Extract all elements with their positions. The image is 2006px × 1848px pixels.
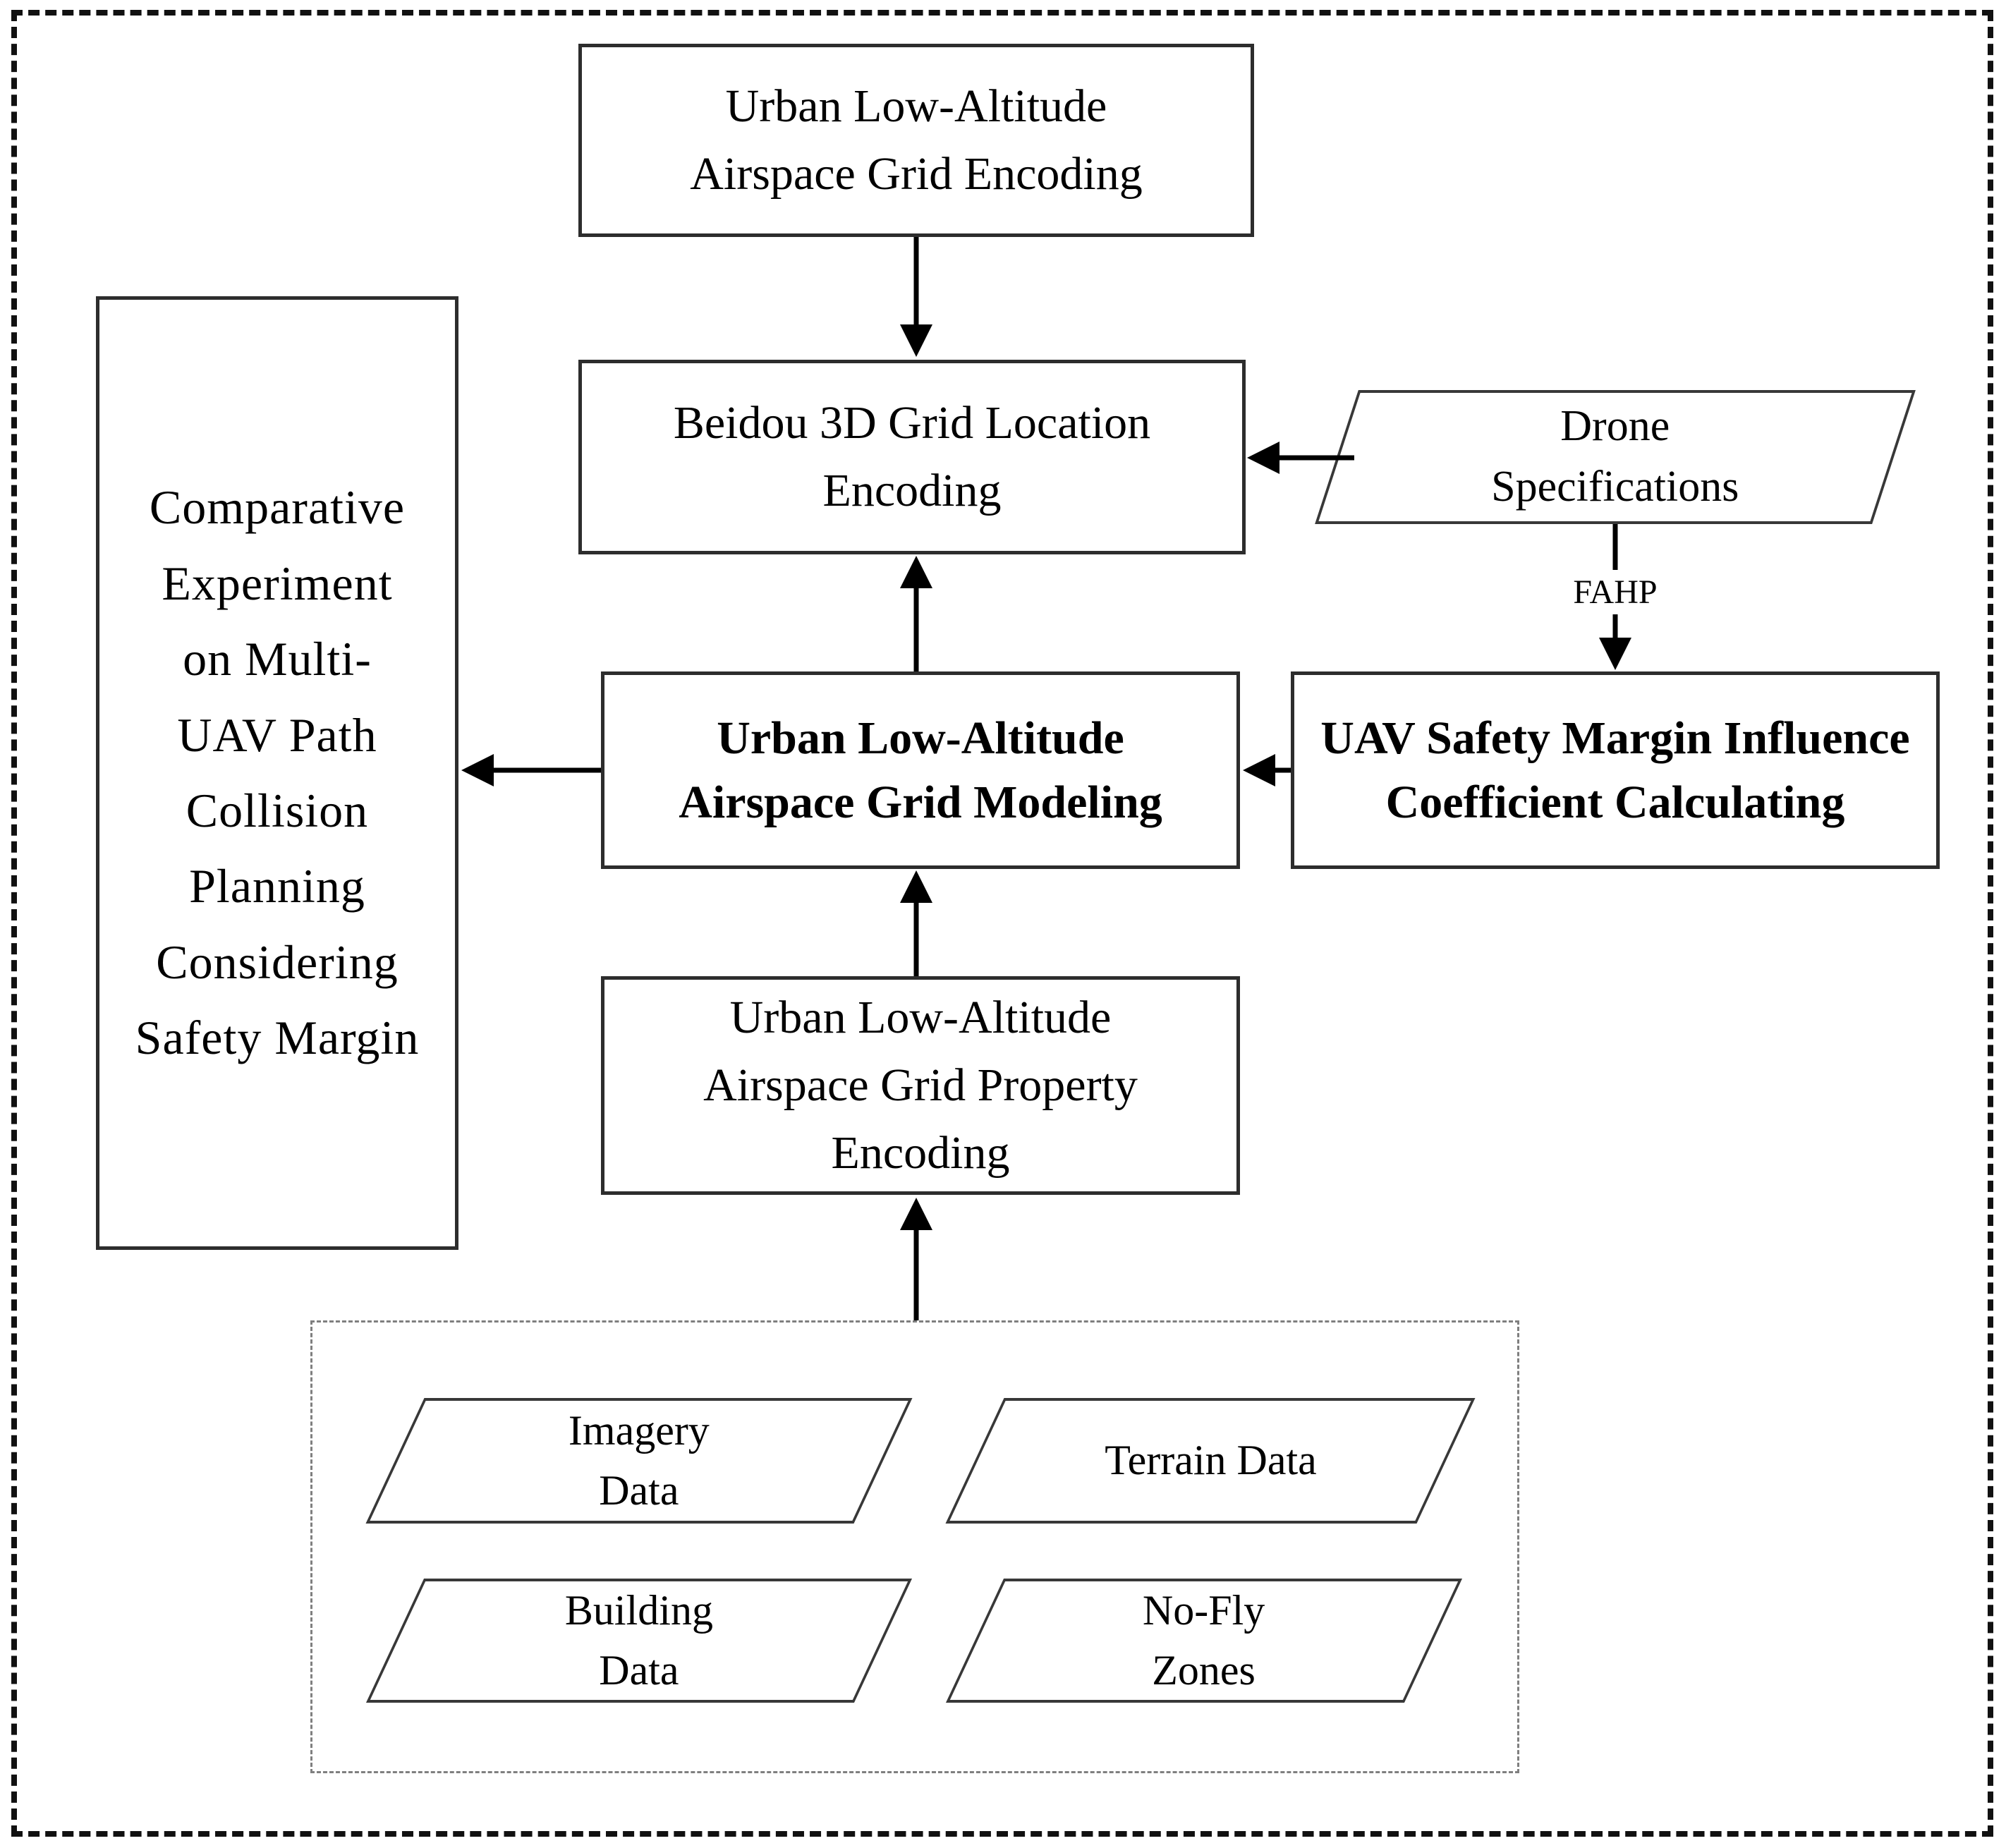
arrowhead-icon: [900, 1198, 932, 1230]
arrowhead-icon: [1247, 442, 1279, 474]
arrowhead-icon: [1243, 754, 1275, 786]
arrowhead-icon: [900, 324, 932, 357]
arrowhead-icon: [900, 556, 932, 588]
node-terrain-data: Terrain Data: [945, 1398, 1476, 1524]
arrow-property-to-grid-modeling: [900, 870, 932, 976]
arrowhead-icon: [900, 870, 932, 903]
arrow-uav-safety-to-grid-modeling: [1243, 754, 1291, 786]
arrow-grid-encoding-to-beidou: [900, 237, 932, 357]
arrow-data-sources-to-property: [900, 1198, 932, 1320]
data-sources-group: [310, 1320, 1519, 1773]
arrow-grid-modeling-to-comparative: [461, 754, 601, 786]
arrowhead-icon: [461, 754, 494, 786]
arrow-grid-modeling-to-beidou: [900, 556, 932, 671]
arrowhead-icon: [1599, 638, 1631, 670]
edge-label-fahp: FAHP: [1562, 570, 1669, 614]
node-terrain-data-label: Terrain Data: [1104, 1437, 1317, 1484]
